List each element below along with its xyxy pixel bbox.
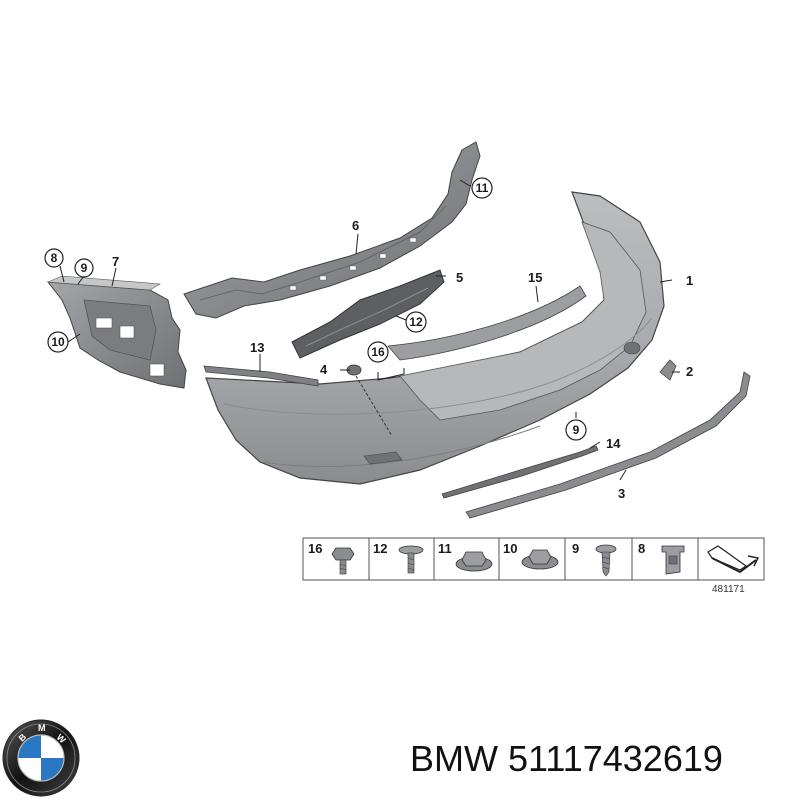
bumper-panel-part — [205, 191, 665, 485]
strip-label-8: 8 — [638, 541, 645, 556]
flange-screw-icon — [398, 545, 424, 574]
callout-11: 11 — [471, 177, 493, 199]
strip-label-10: 10 — [503, 541, 517, 556]
callout-12: 12 — [405, 311, 427, 333]
label-13: 13 — [250, 340, 264, 355]
svg-text:10: 10 — [51, 335, 65, 349]
upper-carrier-part — [183, 141, 481, 319]
label-1: 1 — [686, 273, 693, 288]
bmw-roundel-icon: B M W — [2, 719, 80, 797]
label-7: 7 — [112, 254, 119, 269]
orientation-arrow-icon — [707, 545, 760, 574]
label-5: 5 — [456, 270, 463, 285]
callout-9-bottom: 9 — [565, 419, 587, 441]
svg-text:11: 11 — [476, 181, 489, 195]
svg-text:12: 12 — [409, 315, 423, 329]
label-14: 14 — [606, 436, 621, 451]
strip-label-9: 9 — [572, 541, 579, 556]
svg-text:9: 9 — [81, 261, 88, 275]
small-clip-part — [659, 359, 677, 381]
brand-name: BMW — [410, 738, 498, 779]
lower-trim-strip-14-part — [441, 445, 599, 499]
screw-icon — [595, 544, 617, 577]
strip-label-16: 16 — [308, 541, 322, 556]
svg-text:8: 8 — [51, 251, 58, 265]
strip-label-11: 11 — [438, 541, 452, 556]
svg-text:B: B — [17, 731, 29, 743]
callout-16: 16 — [367, 341, 389, 363]
callout-10: 10 — [47, 331, 69, 353]
flange-nut-icon — [455, 551, 493, 572]
diagram-code: 481171 — [712, 584, 745, 595]
label-3: 3 — [618, 486, 625, 501]
clip-nut-icon — [661, 545, 685, 575]
side-trim-strip-part — [203, 365, 319, 387]
label-2: 2 — [686, 364, 693, 379]
label-6: 6 — [352, 218, 359, 233]
svg-text:16: 16 — [371, 345, 385, 359]
svg-text:9: 9 — [573, 423, 580, 437]
lower-trim-strip-3-part — [465, 371, 751, 519]
svg-text:M: M — [38, 723, 46, 733]
side-bracket-part — [46, 275, 187, 389]
label-4: 4 — [320, 362, 328, 377]
callout-8: 8 — [44, 248, 64, 268]
label-15: 15 — [528, 270, 542, 285]
hex-bolt-icon — [331, 547, 355, 575]
fastener-strip: 16 12 11 10 9 8 — [302, 537, 765, 581]
part-number: 51117432619 — [507, 738, 723, 779]
flange-nut-10-icon — [521, 549, 559, 570]
strip-label-12: 12 — [373, 541, 387, 556]
lower-bracket-part — [291, 269, 445, 359]
callout-9-left: 9 — [74, 258, 94, 278]
